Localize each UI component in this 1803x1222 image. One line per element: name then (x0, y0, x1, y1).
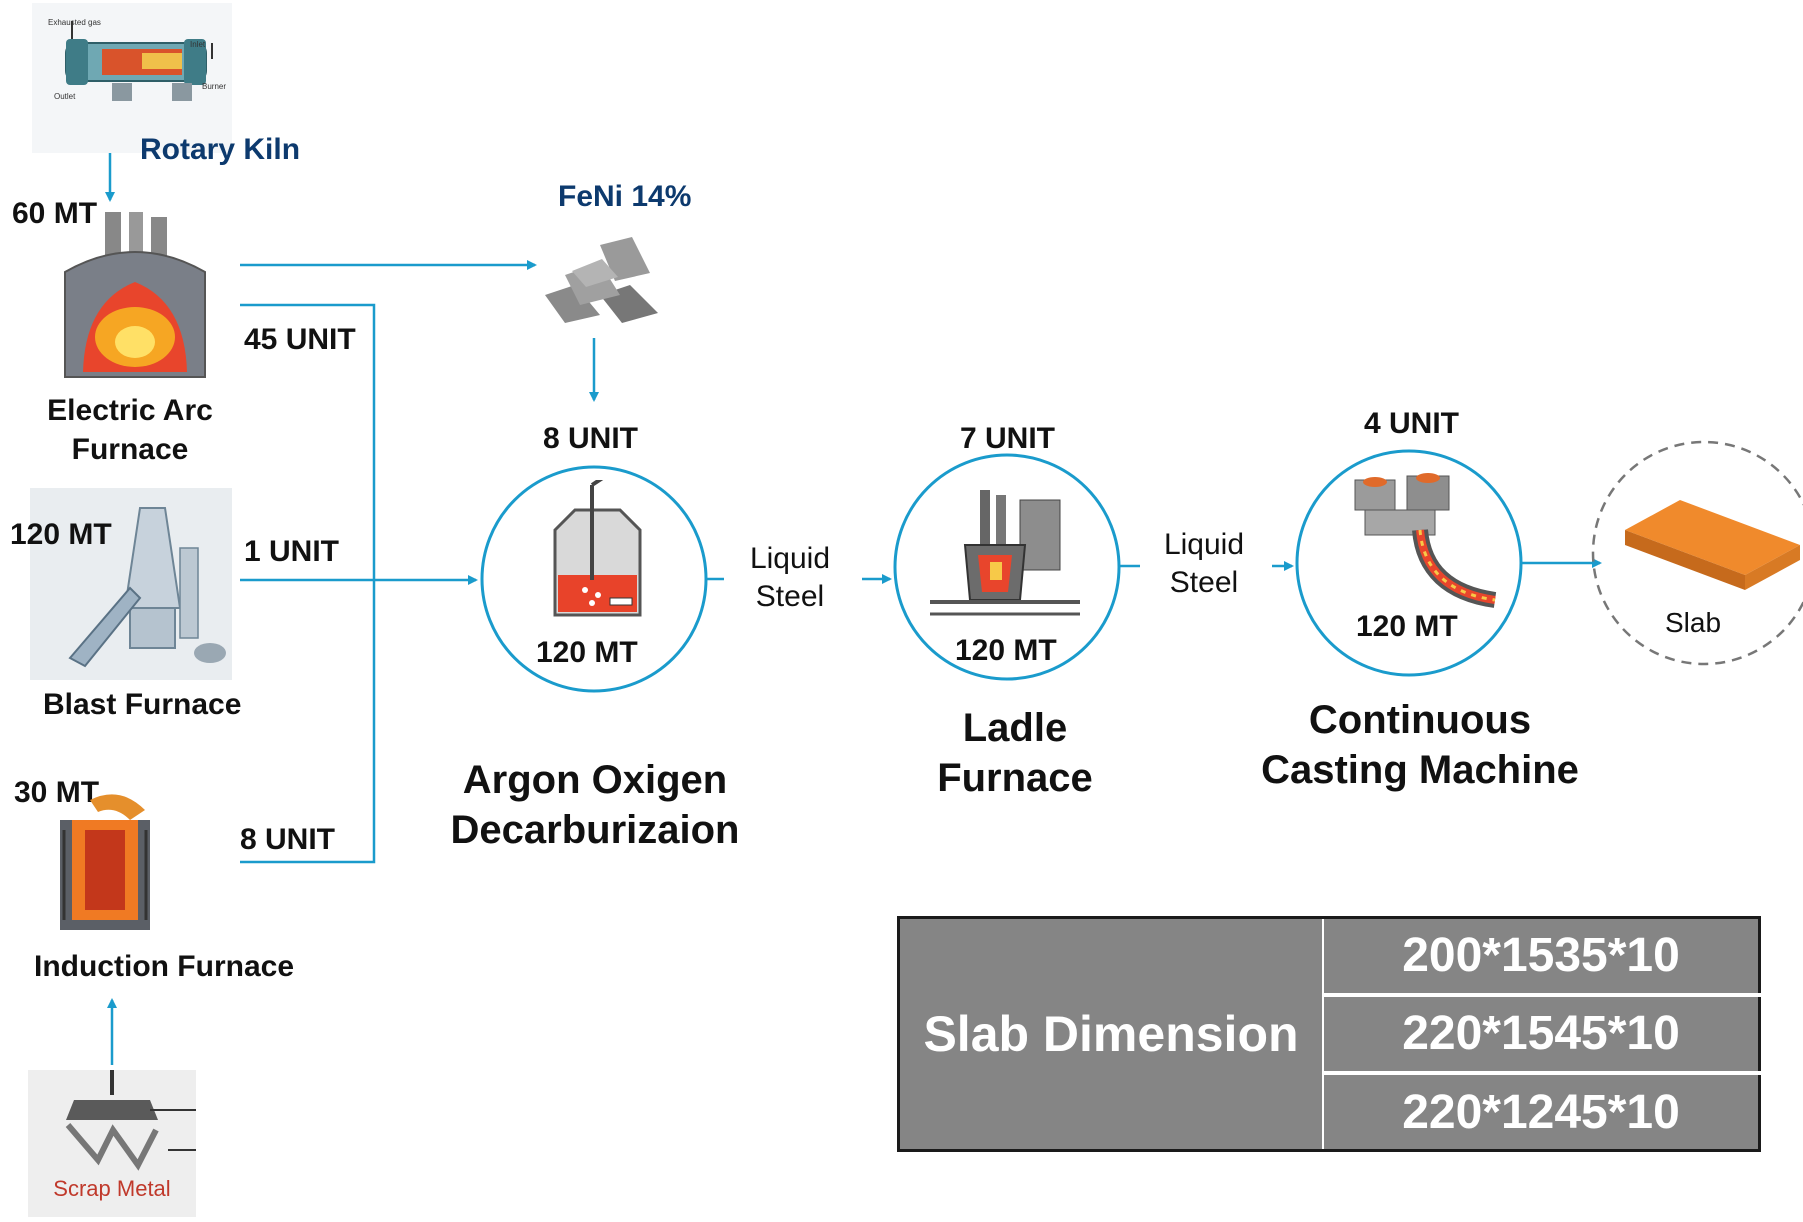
aod-label-line1: Argon Oxigen (462, 758, 728, 802)
aod-capacity: 120 MT (536, 636, 638, 669)
liquid-steel-2-line1: Liquid (1163, 528, 1245, 561)
liquid-steel-1-line1: Liquid (749, 542, 831, 575)
ladle-capacity: 120 MT (955, 634, 1057, 667)
liquid-steel-label-1: Liquid Steel (730, 540, 850, 616)
kiln-label-outlet: Outlet (54, 92, 76, 101)
collector-bracket (240, 303, 376, 864)
eaf-label: Electric Arc Furnace (35, 391, 225, 469)
liquid-steel-2-line2: Steel (1169, 566, 1239, 599)
kiln-label-burner: Burner (202, 82, 226, 91)
ccm-label-line2: Casting Machine (1261, 748, 1579, 792)
slab-label: Slab (1665, 607, 1722, 638)
dimension-value: 220*1245*10 (1402, 1085, 1680, 1139)
ladle-circle (893, 453, 1121, 681)
induction-units: 8 UNIT (240, 823, 336, 856)
kiln-label-inlet: Inlet (190, 40, 206, 49)
ccm-label-line1: Continuous (1308, 698, 1532, 742)
ccm-label: Continuous Casting Machine (1230, 695, 1610, 795)
aod-units: 8 UNIT (543, 422, 639, 455)
rotary-kiln-image: Exhausted gas Inlet Burner Outlet (32, 3, 232, 153)
aod-vessel-icon (540, 458, 650, 630)
induction-label: Induction Furnace (34, 950, 295, 983)
slab-dimension-table: Slab Dimension 200*1535*10 220*1545*10 2… (897, 916, 1761, 1152)
ladle-furnace-icon (930, 490, 1080, 620)
feni-ingots-image (540, 235, 665, 323)
electric-arc-furnace-image (55, 212, 215, 382)
feni-label: FeNi 14% (558, 180, 692, 213)
aod-circle (480, 465, 708, 693)
kiln-label-exhaust: Exhausted gas (48, 18, 101, 27)
dimension-value: 200*1535*10 (1323, 917, 1760, 997)
eaf-label-line2: Furnace (71, 433, 189, 466)
continuous-casting-icon (1345, 470, 1500, 620)
liquid-steel-1-line2: Steel (755, 580, 825, 613)
slab-image (1620, 475, 1800, 605)
slab-circle (1591, 440, 1803, 666)
scrap-metal-image: Scrap Metal (28, 1070, 196, 1217)
rotary-kiln-label: Rotary Kiln (140, 133, 301, 166)
aod-label: Argon Oxigen Decarburizaion (430, 755, 760, 855)
eaf-capacity: 60 MT (12, 197, 98, 230)
induction-furnace-image (50, 790, 160, 940)
ladle-units: 7 UNIT (960, 422, 1056, 455)
blast-furnace-image (30, 488, 232, 680)
blast-capacity: 120 MT (10, 518, 112, 551)
ccm-units: 4 UNIT (1364, 407, 1460, 440)
ladle-label-line2: Furnace (937, 756, 1093, 800)
blast-units: 1 UNIT (244, 535, 340, 568)
ladle-label-line1: Ladle (962, 706, 1068, 750)
aod-label-line2: Decarburizaion (450, 808, 740, 852)
blast-label: Blast Furnace (43, 688, 242, 721)
eaf-label-line1: Electric Arc (47, 394, 213, 427)
ladle-label: Ladle Furnace (880, 703, 1150, 803)
induction-capacity: 30 MT (14, 776, 100, 809)
liquid-steel-label-2: Liquid Steel (1144, 526, 1264, 602)
ccm-circle (1295, 449, 1523, 677)
slab-dimension-header: Slab Dimension (898, 917, 1324, 1151)
eaf-units: 45 UNIT (244, 323, 356, 356)
scrap-metal-label: Scrap Metal (53, 1176, 171, 1201)
dimension-value: 220*1545*10 (1323, 994, 1760, 1076)
ccm-capacity: 120 MT (1356, 610, 1458, 643)
